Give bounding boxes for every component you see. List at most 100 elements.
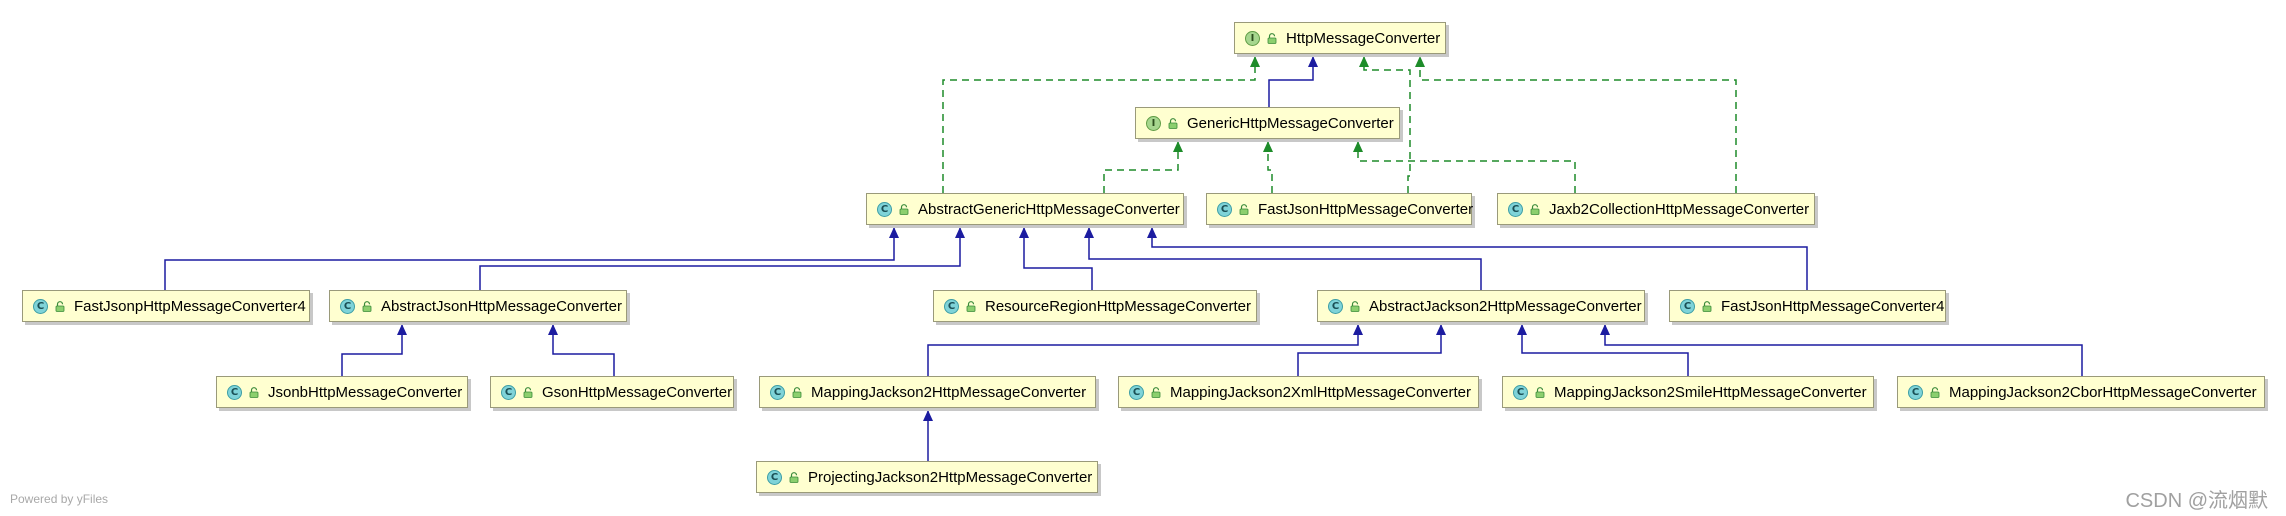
arrowhead-extends: [1600, 324, 1610, 335]
node-mapping-jackson2-xml-http-message-converter[interactable]: C MappingJackson2XmlHttpMessageConverter: [1118, 376, 1479, 408]
interface-icon: I: [1245, 30, 1260, 46]
arrowhead-extends: [889, 227, 899, 238]
lock-icon: [55, 300, 65, 312]
edge-implements-jaxb2_collection_http_message_converter-to-http_message_converter: [1419, 56, 1737, 193]
node-label: ResourceRegionHttpMessageConverter: [985, 297, 1251, 315]
class-icon: C: [340, 298, 355, 314]
arrowhead-implements: [1173, 141, 1183, 152]
lock-icon: [1930, 386, 1940, 398]
node-label: GenericHttpMessageConverter: [1187, 114, 1394, 132]
node-label: HttpMessageConverter: [1286, 29, 1441, 47]
node-label: JsonbHttpMessageConverter: [268, 383, 463, 401]
node-fastjson-http-message-converter4[interactable]: C FastJsonHttpMessageConverter4: [1669, 290, 1946, 322]
node-jaxb2-collection-http-message-converter[interactable]: C Jaxb2CollectionHttpMessageConverter: [1497, 193, 1815, 225]
node-label: FastJsonpHttpMessageConverter4: [74, 297, 306, 315]
node-fastjsonp-http-message-converter4[interactable]: C FastJsonpHttpMessageConverter4: [22, 290, 310, 322]
class-icon: C: [33, 298, 48, 314]
lock-icon: [789, 471, 799, 483]
edge-extends-gson_http_message_converter-to-abstract_json_http_message_converter: [552, 324, 615, 376]
node-jsonb-http-message-converter[interactable]: C JsonbHttpMessageConverter: [216, 376, 468, 408]
arrowhead-implements: [1250, 56, 1260, 67]
lock-icon: [966, 300, 976, 312]
arrowhead-extends: [1019, 227, 1029, 238]
node-label: MappingJackson2SmileHttpMessageConverter: [1554, 383, 1867, 401]
class-icon: C: [1129, 384, 1144, 400]
arrowhead-extends: [1353, 324, 1363, 335]
edge-implements-fastjson_http_message_converter-to-generic_http_message_converter: [1267, 141, 1273, 193]
lock-icon: [1151, 386, 1161, 398]
node-label: FastJsonHttpMessageConverter4: [1721, 297, 1945, 315]
node-abstract-generic-http-message-converter[interactable]: C AbstractGenericHttpMessageConverter: [866, 193, 1184, 225]
class-icon: C: [1680, 298, 1695, 314]
edge-extends-fastjsonp_http_message_converter4-to-abstract_generic_http_message_converter: [164, 227, 895, 290]
class-icon: C: [1328, 298, 1343, 314]
node-projecting-jackson2-http-message-converter[interactable]: C ProjectingJackson2HttpMessageConverter: [756, 461, 1098, 493]
node-label: MappingJackson2XmlHttpMessageConverter: [1170, 383, 1471, 401]
lock-icon: [1168, 117, 1178, 129]
lock-icon: [1267, 32, 1277, 44]
class-icon: C: [1508, 201, 1523, 217]
interface-icon: I: [1146, 115, 1161, 131]
node-mapping-jackson2-cbor-http-message-converter[interactable]: C MappingJackson2CborHttpMessageConverte…: [1897, 376, 2265, 408]
edge-extends-resource_region_http_message_converter-to-abstract_generic_http_message_converter: [1023, 227, 1093, 290]
arrowhead-extends: [1308, 56, 1318, 67]
node-label: AbstractJackson2HttpMessageConverter: [1369, 297, 1642, 315]
edge-implements-abstract_generic_http_message_converter-to-http_message_converter: [942, 56, 1256, 193]
arrowhead-extends: [1147, 227, 1157, 238]
edge-extends-jsonb_http_message_converter-to-abstract_json_http_message_converter: [341, 324, 403, 376]
class-icon: C: [501, 384, 516, 400]
edge-extends-mapping_jackson2_smile_http_message_converter-to-abstract_jackson2_http_message_converter: [1521, 324, 1689, 376]
edge-implements-jaxb2_collection_http_message_converter-to-generic_http_message_converter: [1357, 141, 1576, 193]
lock-icon: [1535, 386, 1545, 398]
class-icon: C: [1513, 384, 1528, 400]
edge-extends-abstract_json_http_message_converter-to-abstract_generic_http_message_converter: [479, 227, 961, 290]
class-icon: C: [1217, 201, 1232, 217]
lock-icon: [1239, 203, 1249, 215]
node-label: MappingJackson2HttpMessageConverter: [811, 383, 1087, 401]
edge-extends-mapping_jackson2_xml_http_message_converter-to-abstract_jackson2_http_message_converter: [1297, 324, 1442, 376]
arrowhead-extends: [1517, 324, 1527, 335]
node-label: AbstractJsonHttpMessageConverter: [381, 297, 622, 315]
class-icon: C: [227, 384, 242, 400]
node-label: ProjectingJackson2HttpMessageConverter: [808, 468, 1093, 486]
node-label: GsonHttpMessageConverter: [542, 383, 733, 401]
node-mapping-jackson2-http-message-converter[interactable]: C MappingJackson2HttpMessageConverter: [759, 376, 1096, 408]
arrowhead-implements: [1353, 141, 1363, 152]
node-label: MappingJackson2CborHttpMessageConverter: [1949, 383, 2257, 401]
node-http-message-converter[interactable]: I HttpMessageConverter: [1234, 22, 1446, 54]
arrowhead-extends: [923, 410, 933, 421]
arrowhead-extends: [397, 324, 407, 335]
edge-implements-abstract_generic_http_message_converter-to-generic_http_message_converter: [1103, 141, 1179, 193]
node-gson-http-message-converter[interactable]: C GsonHttpMessageConverter: [490, 376, 734, 408]
node-label: AbstractGenericHttpMessageConverter: [918, 200, 1180, 218]
node-label: FastJsonHttpMessageConverter: [1258, 200, 1474, 218]
arrowhead-extends: [548, 324, 558, 335]
arrowhead-extends: [1084, 227, 1094, 238]
node-mapping-jackson2-smile-http-message-converter[interactable]: C MappingJackson2SmileHttpMessageConvert…: [1502, 376, 1874, 408]
arrowhead-extends: [1436, 324, 1446, 335]
class-icon: C: [770, 384, 785, 400]
node-resource-region-http-message-converter[interactable]: C ResourceRegionHttpMessageConverter: [933, 290, 1257, 322]
powered-by-label: Powered by yFiles: [10, 492, 109, 506]
class-icon: C: [877, 201, 892, 217]
lock-icon: [792, 386, 802, 398]
lock-icon: [362, 300, 372, 312]
lock-icon: [899, 203, 909, 215]
node-abstract-json-http-message-converter[interactable]: C AbstractJsonHttpMessageConverter: [329, 290, 627, 322]
node-fastjson-http-message-converter[interactable]: C FastJsonHttpMessageConverter: [1206, 193, 1474, 225]
class-icon: C: [944, 298, 959, 314]
watermark-label: CSDN @流烟默: [2125, 490, 2268, 512]
lock-icon: [523, 386, 533, 398]
node-abstract-jackson2-http-message-converter[interactable]: C AbstractJackson2HttpMessageConverter: [1317, 290, 1645, 322]
lock-icon: [1350, 300, 1360, 312]
node-generic-http-message-converter[interactable]: I GenericHttpMessageConverter: [1135, 107, 1400, 139]
edge-extends-generic_http_message_converter-to-http_message_converter: [1268, 56, 1314, 107]
arrowhead-implements: [1415, 56, 1425, 67]
arrowhead-implements: [1359, 56, 1369, 67]
arrowhead-extends: [955, 227, 965, 238]
edge-extends-abstract_jackson2_http_message_converter-to-abstract_generic_http_message_converter: [1088, 227, 1482, 290]
class-icon: C: [767, 469, 782, 485]
lock-icon: [1530, 203, 1540, 215]
edge-implements-fastjson_http_message_converter-to-http_message_converter: [1363, 56, 1411, 193]
